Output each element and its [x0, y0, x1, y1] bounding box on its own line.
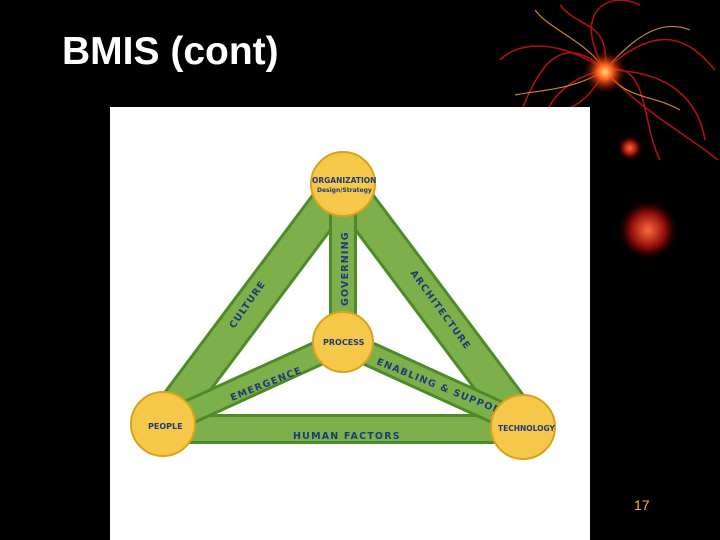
slide-title: BMIS (cont) — [62, 30, 279, 73]
page-number: 17 — [634, 497, 650, 513]
node-process-label: PROCESS — [323, 338, 365, 347]
node-technology-label: TECHNOLOGY — [498, 424, 556, 433]
node-organization-label: ORGANIZATION — [312, 176, 376, 185]
bmis-diagram-panel: GOVERNING CULTURE ARCHITECTURE EMERGENCE… — [110, 107, 590, 540]
node-organization: ORGANIZATION Design/Strategy — [310, 151, 376, 217]
edge-label-governing: GOVERNING — [340, 231, 351, 306]
bmis-diagram: GOVERNING CULTURE ARCHITECTURE EMERGENCE… — [130, 151, 556, 460]
node-process: PROCESS — [312, 311, 374, 373]
node-organization-sublabel: Design/Strategy — [317, 187, 372, 194]
decorative-fireworks-image — [499, 0, 719, 260]
node-people-label: PEOPLE — [148, 422, 183, 431]
edge-label-human-factors: HUMAN FACTORS — [293, 431, 401, 442]
node-people: PEOPLE — [130, 391, 196, 457]
node-technology: TECHNOLOGY — [490, 394, 556, 460]
